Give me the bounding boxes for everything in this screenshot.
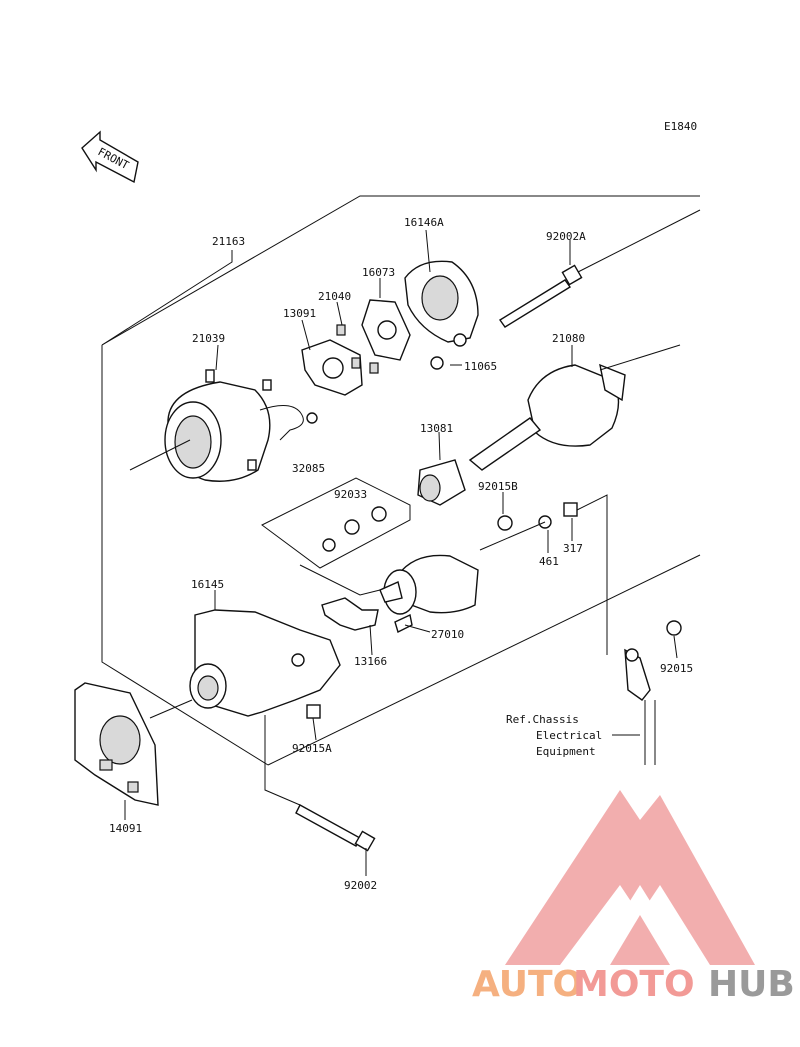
ref-note-line-2: Electrical [536, 729, 602, 742]
part-label-13081: 13081 [420, 422, 453, 435]
part-label-92015: 92015 [660, 662, 693, 675]
solenoid-part [379, 554, 479, 633]
part-label-11065: 11065 [464, 360, 497, 373]
part-label-14091: 14091 [109, 822, 142, 835]
part-label-27010: 27010 [431, 628, 464, 641]
ref-note-line-1: Ref.Chassis [506, 713, 579, 726]
shift-lever-part [321, 597, 379, 631]
watermark-word-hub: HUB [708, 964, 795, 1005]
ring-32085-b [322, 538, 336, 552]
through-bolt-part [498, 209, 701, 328]
ground-cable-part [624, 620, 682, 765]
kit-32085-frame [261, 477, 411, 569]
ring-32085 [371, 506, 387, 522]
watermark-word-auto: AUTO [472, 964, 583, 1005]
part-label-13091: 13091 [283, 307, 316, 320]
washer-92033 [344, 519, 360, 535]
nut-92015b [497, 515, 513, 531]
brush-holder-part [361, 299, 411, 361]
part-label-92015a: 92015A [292, 742, 332, 755]
nut-317 [563, 502, 578, 517]
part-label-21039: 21039 [192, 332, 225, 345]
brush-plate-part [301, 324, 379, 396]
part-label-92002a: 92002A [546, 230, 586, 243]
leader-lines [124, 229, 678, 876]
bolt-92002-part [264, 715, 376, 852]
part-label-92002: 92002 [344, 879, 377, 892]
nut-92015a [306, 704, 321, 719]
part-label-317: 317 [563, 542, 583, 555]
part-label-32085: 32085 [292, 462, 325, 475]
part-label-16145: 16145 [191, 578, 224, 591]
part-label-461: 461 [539, 555, 559, 568]
part-label-21040: 21040 [318, 290, 351, 303]
watermark-word-moto: MOTO [573, 964, 695, 1005]
end-cover-part [404, 260, 479, 370]
armature-part [468, 344, 681, 471]
assembly-frame [101, 195, 701, 766]
front-arrow-icon: FRONT [81, 130, 139, 184]
part-label-16073: 16073 [362, 266, 395, 279]
ref-note-line-3: Equipment [536, 745, 596, 758]
pinion-part [417, 459, 466, 506]
part-label-21080: 21080 [552, 332, 585, 345]
watermark-logo [505, 790, 755, 965]
part-label-92015b: 92015B [478, 480, 518, 493]
part-label-16146a: 16146A [404, 216, 444, 229]
part-label-21163: 21163 [212, 235, 245, 248]
field-coil-part [129, 369, 318, 482]
diagram-code: E1840 [664, 120, 697, 133]
part-label-13166: 13166 [354, 655, 387, 668]
housing-part [149, 609, 341, 719]
gasket-part [74, 682, 159, 806]
part-label-92033: 92033 [334, 488, 367, 501]
